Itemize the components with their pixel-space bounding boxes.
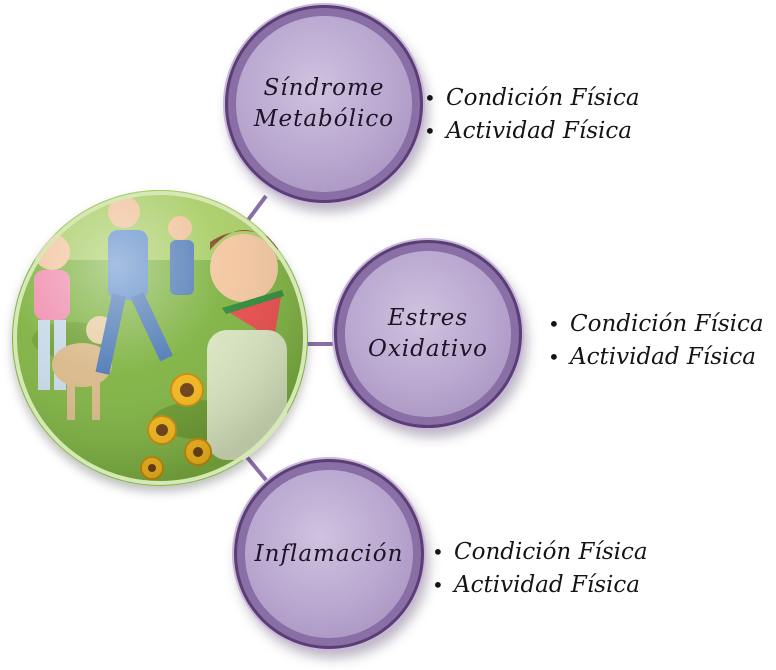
node-label: Síndrome Metabólico xyxy=(254,73,394,135)
children-playing-image xyxy=(12,190,308,486)
connector-to-inflamacion xyxy=(244,454,268,482)
node-label-line1: Síndrome xyxy=(263,75,385,101)
node-sindrome-metabolico: Síndrome Metabólico xyxy=(236,16,412,192)
node-inflamacion-items: Condición Física Actividad Física xyxy=(432,536,648,602)
bullet-item: Condición Física xyxy=(432,536,648,569)
bullet-item: Condición Física xyxy=(424,82,640,115)
node-label: Inflamación xyxy=(255,539,404,570)
node-label-line1: Estres xyxy=(387,305,469,331)
node-estres-items: Condición Física Actividad Física xyxy=(548,308,764,374)
bullet-item: Actividad Física xyxy=(432,569,648,602)
node-sindrome-items: Condición Física Actividad Física xyxy=(424,82,640,148)
node-estres-oxidativo: Estres Oxidativo xyxy=(345,251,511,417)
bullet-item: Condición Física xyxy=(548,308,764,341)
node-inflamacion: Inflamación xyxy=(245,470,413,638)
node-label-line1: Inflamación xyxy=(254,540,404,567)
bullet-item: Actividad Física xyxy=(548,341,764,374)
bullet-item: Actividad Física xyxy=(424,115,640,148)
node-label: Estres Oxidativo xyxy=(368,303,488,365)
node-label-line2: Oxidativo xyxy=(367,336,489,362)
node-label-line2: Metabólico xyxy=(253,106,395,132)
